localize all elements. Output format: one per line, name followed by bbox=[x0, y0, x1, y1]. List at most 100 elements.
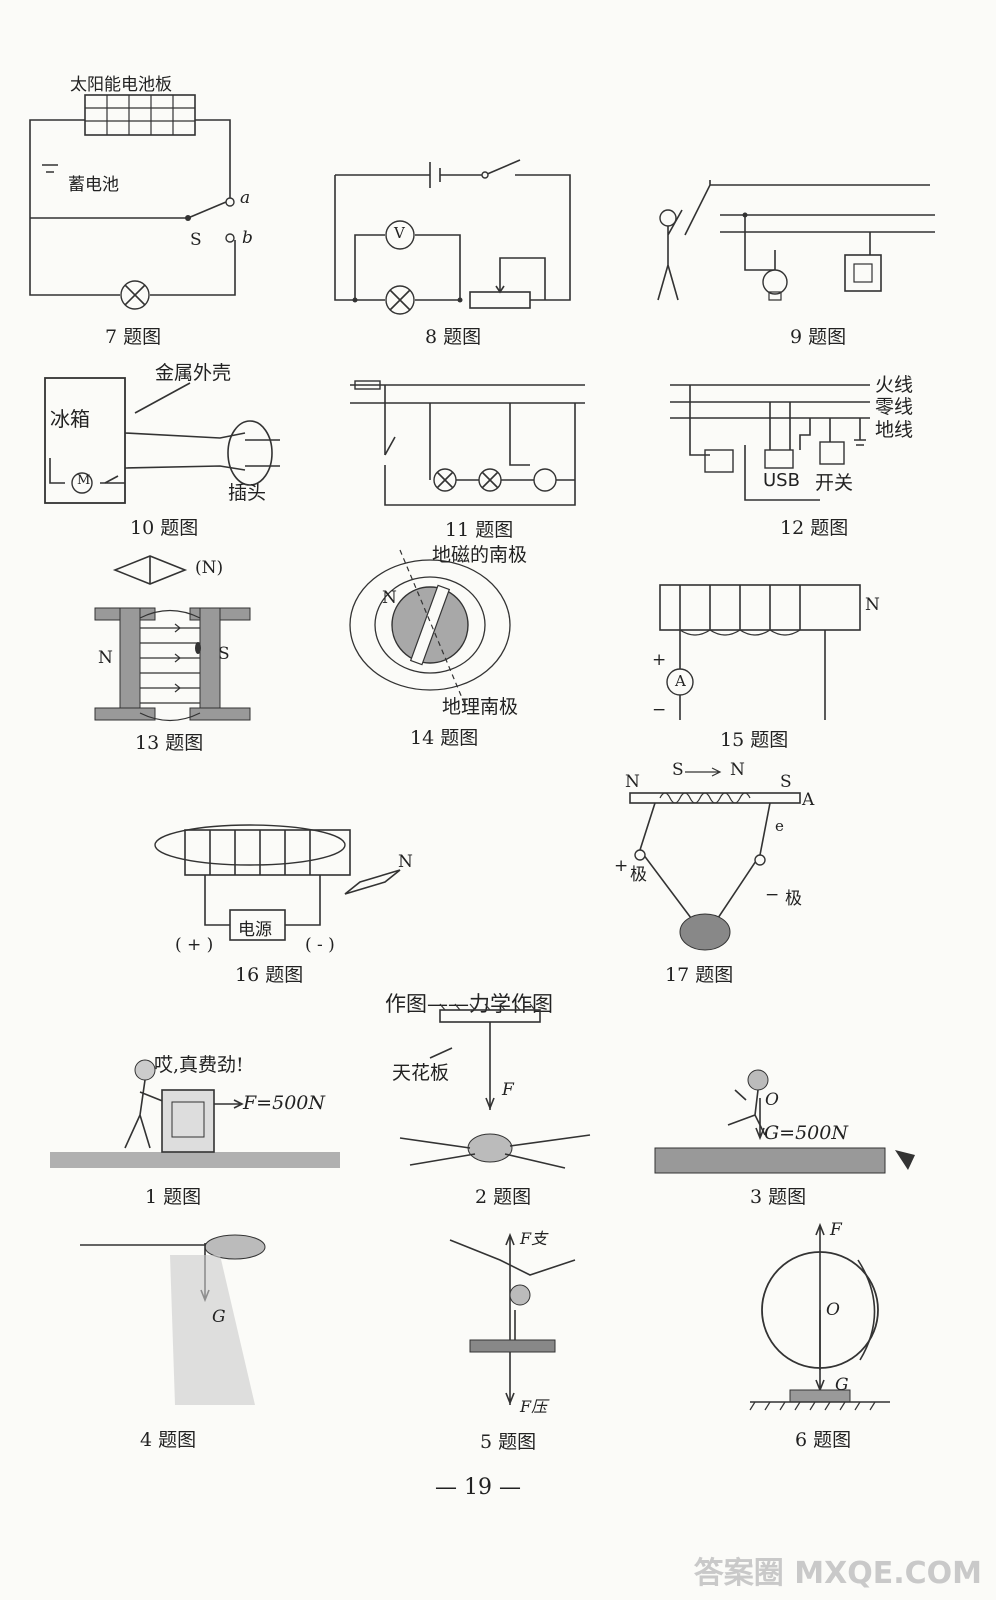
n-label: N bbox=[865, 595, 880, 615]
fridge-label: 冰箱 bbox=[50, 407, 90, 431]
figure-14-caption: 14 题图 bbox=[410, 727, 479, 749]
live-wire-label: 火线 bbox=[875, 374, 914, 396]
right-s-label: S bbox=[780, 772, 792, 792]
mech-figure-6: F O G 6 题图 bbox=[740, 1210, 900, 1455]
plus-sign: + bbox=[652, 650, 667, 670]
mech-2-caption: 2 题图 bbox=[475, 1186, 532, 1208]
figure-12-caption: 12 题图 bbox=[780, 517, 849, 539]
pressure-force-label: F压 bbox=[520, 1397, 548, 1416]
b-label: b bbox=[242, 228, 253, 248]
support-force-label: F支 bbox=[520, 1229, 548, 1248]
weight-label: G bbox=[835, 1375, 849, 1395]
page-number: — 19 — bbox=[435, 1475, 521, 1500]
figure-7-circuit bbox=[29, 94, 236, 310]
figure-17-caption: 17 题图 bbox=[665, 964, 734, 986]
motor-label: M bbox=[77, 473, 91, 488]
figure-15: N A + − 15 题图 bbox=[640, 575, 940, 755]
mech-3-drawing bbox=[654, 1069, 915, 1174]
metal-shell-label: 金属外壳 bbox=[155, 362, 232, 384]
mech-3-caption: 3 题图 bbox=[750, 1186, 807, 1208]
minus-pole-label: 极 bbox=[785, 889, 802, 909]
figure-7-caption: 7 题图 bbox=[105, 326, 162, 348]
mech-figure-3: O G=500N 3 题图 bbox=[650, 1060, 920, 1210]
figure-13: (N) N S 13 题图 bbox=[80, 548, 290, 758]
minus-terminal: ( - ) bbox=[305, 935, 335, 955]
mech-figure-4: G 4 题图 bbox=[75, 1225, 315, 1455]
switch-label: 开关 bbox=[815, 472, 854, 494]
o-label: O bbox=[765, 1090, 779, 1110]
voltmeter-label: V bbox=[394, 224, 405, 242]
mech-1-drawing bbox=[50, 1059, 340, 1168]
mech-5-caption: 5 题图 bbox=[480, 1431, 537, 1453]
n-label: N bbox=[382, 588, 397, 608]
minus-sign: − bbox=[652, 700, 667, 720]
geographic-south-label: 地理南极 bbox=[442, 696, 519, 718]
figure-11: 11 题图 bbox=[340, 375, 600, 545]
figure-8-circuit bbox=[334, 159, 571, 315]
weight-label: G bbox=[212, 1307, 226, 1327]
figure-9-circuit bbox=[657, 180, 935, 301]
figure-11-caption: 11 题图 bbox=[445, 519, 514, 541]
ground-wire-label: 地线 bbox=[875, 419, 914, 441]
figure-8: V 8 题图 bbox=[320, 140, 590, 360]
figure-13-magnet bbox=[94, 555, 251, 722]
force-label: F bbox=[830, 1220, 842, 1240]
figure-11-circuit bbox=[350, 380, 585, 506]
figure-9: 9 题图 bbox=[650, 180, 940, 360]
section-title: 作图——力学作图 bbox=[385, 992, 553, 1016]
a-label: A bbox=[802, 790, 815, 810]
figure-8-caption: 8 题图 bbox=[425, 326, 482, 348]
plus-pole-label: 极 bbox=[630, 865, 647, 885]
usb-label: USB bbox=[763, 470, 800, 491]
figure-16: 电源 ( + ) ( - ) N 16 题图 bbox=[150, 810, 430, 990]
mech-4-caption: 4 题图 bbox=[140, 1429, 197, 1451]
mech-2-drawing bbox=[399, 1003, 591, 1169]
speech-bubble: 哎,真费劲! bbox=[154, 1054, 244, 1076]
mech-figure-2: 天花板 F 2 题图 bbox=[380, 1003, 620, 1210]
figure-12-circuit bbox=[670, 384, 870, 501]
n-label: (N) bbox=[195, 558, 224, 578]
watermark: 答案圈 MXQE.COM bbox=[693, 1556, 982, 1591]
a-label: a bbox=[240, 188, 251, 208]
plus-sign: + bbox=[614, 856, 629, 876]
mech-6-drawing bbox=[749, 1222, 890, 1411]
figure-14: 地磁的南极 地理南极 N 14 题图 bbox=[340, 540, 600, 755]
ammeter-label: A bbox=[675, 672, 686, 690]
mech-figure-5: F支 F压 5 题图 bbox=[430, 1215, 610, 1455]
e-label: e bbox=[775, 817, 784, 835]
battery-label: 蓄电池 bbox=[68, 175, 119, 195]
figure-15-caption: 15 题图 bbox=[720, 729, 789, 751]
solar-panel-label: 太阳能电池板 bbox=[70, 75, 172, 95]
figure-14-earth bbox=[349, 549, 511, 706]
weight-label: G=500N bbox=[764, 1122, 848, 1144]
figure-10-diagram bbox=[44, 377, 280, 504]
force-label: F=500N bbox=[243, 1092, 325, 1114]
plus-terminal: ( + ) bbox=[175, 935, 214, 955]
mech-figure-1: 哎,真费劲! F=500N 1 题图 bbox=[50, 1030, 350, 1210]
top-n-label: N bbox=[730, 760, 745, 780]
mech-5-drawing bbox=[449, 1232, 576, 1406]
geomagnetic-south-label: 地磁的南极 bbox=[432, 544, 528, 566]
figure-16-solenoid bbox=[154, 824, 401, 941]
mech-1-caption: 1 题图 bbox=[145, 1186, 202, 1208]
neutral-wire-label: 零线 bbox=[875, 396, 914, 418]
s-pole-label: S bbox=[218, 644, 230, 664]
figure-10-caption: 10 题图 bbox=[130, 517, 199, 539]
figure-12: 火线 零线 地线 USB 开关 12 题图 bbox=[660, 370, 960, 545]
plug-label: 插头 bbox=[228, 482, 267, 504]
minus-sign: − bbox=[765, 885, 780, 905]
figure-15-solenoid bbox=[659, 584, 861, 720]
figure-16-caption: 16 题图 bbox=[235, 964, 304, 986]
ceiling-label: 天花板 bbox=[392, 1062, 450, 1084]
figure-17-apparatus bbox=[629, 767, 801, 951]
figure-17: S N N S A e + 极 − 极 17 题图 bbox=[600, 760, 860, 990]
switch-label: S bbox=[190, 230, 202, 250]
o-label: O bbox=[826, 1300, 840, 1320]
power-label: 电源 bbox=[238, 920, 272, 940]
figure-9-caption: 9 题图 bbox=[790, 326, 847, 348]
top-s-label: S bbox=[672, 760, 684, 780]
n-pole-label: N bbox=[98, 648, 113, 668]
force-label: F bbox=[502, 1080, 514, 1100]
figure-7: 太阳能电池板 蓄电池 S a b 7 题图 bbox=[20, 70, 260, 360]
mech-4-drawing bbox=[80, 1234, 266, 1405]
